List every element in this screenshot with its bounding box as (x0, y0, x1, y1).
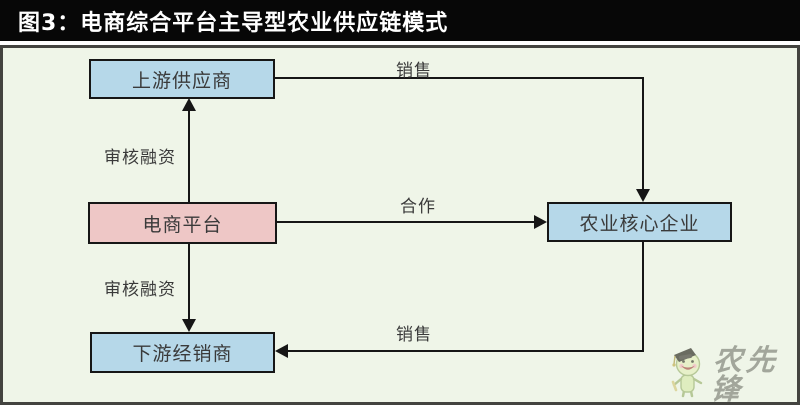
edge-label-sales-top: 销售 (396, 61, 432, 81)
brand-name: 农先锋 (709, 343, 781, 406)
arrow-down-icon (636, 189, 650, 202)
edge-label-cooperation: 合作 (400, 197, 436, 217)
edge-label-audit-financing-bottom: 审核融资 (104, 280, 176, 300)
node-label: 农业核心企业 (579, 212, 700, 235)
title-bar: 图3：电商综合平台主导型农业供应链模式 (0, 0, 800, 41)
node-label: 下游经销商 (132, 343, 233, 365)
edge-line-platform-upstream (188, 110, 190, 202)
arrow-down-icon (182, 319, 196, 332)
node-upstream-supplier: 上游供应商 (89, 59, 275, 99)
edge-line-core-downstream-vertical (642, 242, 644, 352)
node-ecommerce-platform: 电商平台 (88, 202, 277, 244)
page-title: 图3：电商综合平台主导型农业供应链模式 (18, 10, 449, 36)
edge-line-platform-core (277, 221, 537, 223)
edge-line-platform-downstream (188, 244, 190, 322)
edge-label-sales-bottom: 销售 (396, 325, 432, 345)
node-agri-core-enterprise: 农业核心企业 (547, 202, 732, 242)
edge-line-upstream-core-vertical (642, 77, 644, 191)
brand-watermark: 农先锋 (670, 343, 800, 406)
edge-line-upstream-core-horizontal (275, 77, 644, 79)
arrow-left-icon (275, 344, 288, 358)
arrow-right-icon (534, 215, 547, 229)
farmer-mascot-icon (670, 347, 707, 403)
edge-line-core-downstream-horizontal (287, 350, 644, 352)
node-label: 电商平台 (142, 213, 223, 236)
node-label: 上游供应商 (131, 69, 232, 92)
arrow-up-icon (182, 98, 196, 111)
node-downstream-distributor: 下游经销商 (90, 332, 275, 373)
edge-label-audit-financing-top: 审核融资 (104, 148, 176, 168)
